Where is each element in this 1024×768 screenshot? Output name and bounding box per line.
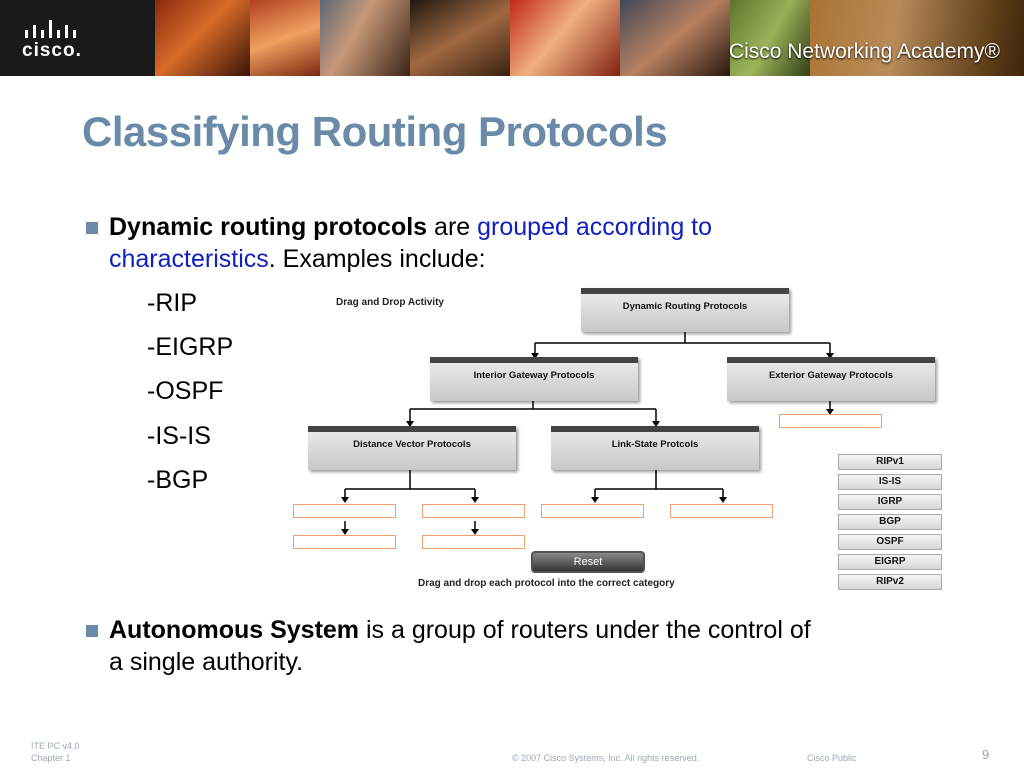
banner-photo [810, 0, 1024, 76]
footer-chapter: Chapter 1 [31, 753, 71, 763]
node-interior-gateway: Interior Gateway Protocols [430, 357, 638, 401]
protocol-chip-eigrp[interactable]: EIGRP [838, 554, 942, 570]
bullet-dynamic-routing: Dynamic routing protocols are grouped ac… [109, 211, 909, 275]
example-ospf: -OSPF [147, 377, 224, 405]
node-dynamic-routing: Dynamic Routing Protocols [581, 288, 789, 332]
bullet-autonomous-system: Autonomous System is a group of routers … [109, 614, 929, 678]
banner-photo [620, 0, 730, 76]
reset-button[interactable]: Reset [531, 551, 645, 573]
tree-connectors [341, 332, 834, 535]
bold-term: Autonomous System [109, 616, 360, 644]
protocol-chip-igrp[interactable]: IGRP [838, 494, 942, 510]
drag-drop-activity: Drag and Drop Activity [290, 285, 950, 595]
example-is-is: -IS-IS [147, 422, 211, 450]
drop-slot-link-state[interactable] [670, 504, 773, 518]
drop-slot-link-state[interactable] [541, 504, 644, 518]
banner-photo [155, 0, 250, 76]
protocol-chip-bgp[interactable]: BGP [838, 514, 942, 530]
example-bgp: -BGP [147, 466, 209, 494]
cisco-logo: cisco. [0, 0, 155, 76]
protocol-chip-ospf[interactable]: OSPF [838, 534, 942, 550]
activity-instruction: Drag and drop each protocol into the cor… [418, 578, 675, 589]
drop-slot-exterior[interactable] [779, 414, 882, 428]
banner-shade [700, 0, 1024, 76]
text: is a group of routers under the control … [359, 616, 811, 644]
highlight-text: characteristics [109, 245, 269, 273]
highlight-text: grouped according to [477, 213, 713, 241]
text: a single authority. [109, 648, 304, 676]
header-banner: cisco. Cisco Networking Academy® [0, 0, 1024, 76]
drop-slot-distance-vector[interactable] [293, 535, 396, 549]
text: . Examples include: [268, 245, 486, 273]
banner-photo [510, 0, 620, 76]
bullet-marker [86, 222, 98, 234]
banner-photo [410, 0, 510, 76]
footer-course: ITE PC v4.0 [31, 741, 80, 751]
protocol-chip-ripv2[interactable]: RIPv2 [838, 574, 942, 590]
protocol-chip-ripv1[interactable]: RIPv1 [838, 454, 942, 470]
footer-copyright: © 2007 Cisco Systems, Inc. All rights re… [512, 753, 700, 763]
drop-slot-distance-vector[interactable] [422, 504, 525, 518]
banner-photo [250, 0, 320, 76]
academy-brand: Cisco Networking Academy® [728, 40, 1000, 63]
example-eigrp: -EIGRP [147, 333, 234, 361]
bold-term: Dynamic routing protocols [109, 213, 428, 241]
drop-slot-distance-vector[interactable] [422, 535, 525, 549]
bullet-marker [86, 625, 98, 637]
protocol-chip-is-is[interactable]: IS-IS [838, 474, 942, 490]
node-exterior-gateway: Exterior Gateway Protocols [727, 357, 935, 401]
footer-classification: Cisco Public [807, 753, 857, 763]
node-link-state: Link-State Protcols [551, 426, 759, 470]
node-distance-vector: Distance Vector Protocols [308, 426, 516, 470]
drop-slot-distance-vector[interactable] [293, 504, 396, 518]
cisco-logo-text: cisco. [22, 40, 82, 61]
text: are [427, 213, 478, 241]
page-number: 9 [982, 747, 990, 762]
activity-title: Drag and Drop Activity [336, 297, 444, 308]
banner-photo [320, 0, 410, 76]
cisco-bars-icon [25, 20, 76, 38]
banner-photo [730, 0, 810, 76]
slide-title: Classifying Routing Protocols [82, 108, 668, 155]
example-rip: -RIP [147, 289, 197, 317]
